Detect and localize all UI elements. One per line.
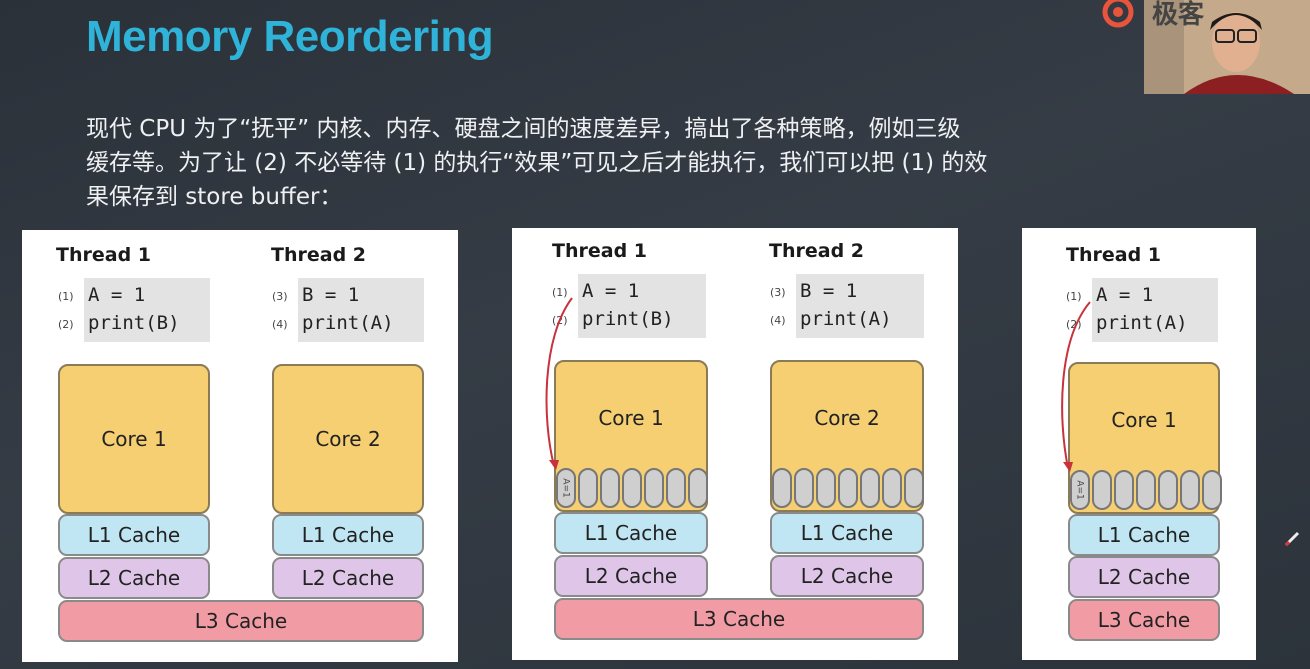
store-buffer-slot — [860, 468, 880, 508]
code-line: print(A) — [800, 308, 892, 330]
step-number: (1) — [552, 286, 568, 299]
code-line: A = 1 — [582, 280, 640, 302]
webcam-overlay: 极客 — [1144, 0, 1310, 94]
brand-text: 极客 — [1152, 0, 1205, 30]
step-number: (2) — [58, 318, 74, 331]
store-buffer-slot — [622, 468, 642, 508]
store-buffer-slot — [666, 468, 686, 508]
paragraph-line: 果保存到 store buffer： — [86, 184, 343, 210]
thread-label: Thread 1 — [552, 240, 647, 262]
store-buffer: A=1 — [1070, 470, 1224, 512]
step-number: (3) — [770, 286, 786, 299]
diagram-panel-2: Thread 1 Thread 2 (1) A = 1 (2) print(B)… — [512, 228, 958, 660]
l1-cache: L1 Cache — [554, 512, 708, 554]
slide-paragraph: 现代 CPU 为了“抚平” 内核、内存、硬盘之间的速度差异，搞出了各种策略，例如… — [86, 112, 1206, 214]
l2-cache: L2 Cache — [770, 555, 924, 597]
core-box: Core 2 — [272, 364, 424, 514]
store-buffer-slot — [1202, 470, 1222, 510]
store-buffer-slot — [1092, 470, 1112, 510]
store-buffer — [772, 468, 926, 510]
l2-cache: L2 Cache — [272, 557, 424, 599]
store-buffer-slot: A=1 — [1070, 470, 1090, 510]
step-number: (4) — [770, 314, 786, 327]
diagram-panel-3: Thread 1 (1) A = 1 (2) print(A) Core 1 A… — [1022, 228, 1256, 660]
l3-cache: L3 Cache — [1068, 599, 1220, 641]
store-buffer-slot — [1158, 470, 1178, 510]
paragraph-line: 现代 CPU 为了“抚平” 内核、内存、硬盘之间的速度差异，搞出了各种策略，例如… — [86, 116, 961, 142]
thread-label: Thread 1 — [1066, 244, 1161, 266]
store-buffer-slot — [838, 468, 858, 508]
store-buffer-entry: A=1 — [561, 478, 571, 498]
store-buffer: A=1 — [556, 468, 710, 510]
code-line: A = 1 — [1096, 284, 1154, 306]
thread-label: Thread 1 — [56, 244, 151, 266]
core-box: Core 1 — [58, 364, 210, 514]
step-number: (1) — [1066, 290, 1082, 303]
code-block: (3) B = 1 (4) print(A) — [272, 278, 424, 342]
store-buffer-slot — [1114, 470, 1134, 510]
step-number: (4) — [272, 318, 288, 331]
l2-cache: L2 Cache — [58, 557, 210, 599]
store-buffer-slot: A=1 — [556, 468, 576, 508]
l1-cache: L1 Cache — [1068, 514, 1220, 556]
geek-logo-icon — [1102, 0, 1134, 28]
pen-cursor-icon — [1284, 531, 1300, 547]
l1-cache: L1 Cache — [770, 512, 924, 554]
l3-cache: L3 Cache — [554, 598, 924, 640]
code-line: print(B) — [582, 308, 674, 330]
l1-cache: L1 Cache — [58, 514, 210, 556]
paragraph-line: 缓存等。为了让 (2) 不必等待 (1) 的执行“效果”可见之后才能执行，我们可… — [86, 150, 988, 176]
step-number: (2) — [552, 314, 568, 327]
code-line: B = 1 — [800, 280, 858, 302]
store-buffer-slot — [794, 468, 814, 508]
step-number: (3) — [272, 290, 288, 303]
thread-label: Thread 2 — [769, 240, 864, 262]
store-buffer-slot — [688, 468, 708, 508]
code-line: B = 1 — [302, 284, 360, 306]
code-block: (1) A = 1 (2) print(B) — [552, 274, 706, 338]
store-buffer-slot — [904, 468, 924, 508]
slide-title: Memory Reordering — [86, 12, 494, 61]
code-line: print(A) — [1096, 312, 1188, 334]
store-buffer-slot — [816, 468, 836, 508]
store-buffer-entry: A=1 — [1075, 480, 1085, 500]
code-block: (3) B = 1 (4) print(A) — [770, 274, 924, 338]
store-buffer-slot — [578, 468, 598, 508]
code-line: print(B) — [88, 312, 180, 334]
diagram-panel-1: Thread 1 Thread 2 (1) A = 1 (2) print(B)… — [22, 230, 458, 662]
step-number: (2) — [1066, 318, 1082, 331]
store-buffer-slot — [644, 468, 664, 508]
thread-label: Thread 2 — [271, 244, 366, 266]
store-buffer-slot — [600, 468, 620, 508]
l2-cache: L2 Cache — [554, 555, 708, 597]
store-buffer-slot — [772, 468, 792, 508]
store-buffer-slot — [1136, 470, 1156, 510]
step-number: (1) — [58, 290, 74, 303]
store-buffer-slot — [882, 468, 902, 508]
code-line: A = 1 — [88, 284, 146, 306]
l3-cache: L3 Cache — [58, 600, 424, 642]
code-line: print(A) — [302, 312, 394, 334]
l1-cache: L1 Cache — [272, 514, 424, 556]
store-buffer-slot — [1180, 470, 1200, 510]
code-block: (1) A = 1 (2) print(A) — [1066, 278, 1218, 342]
l2-cache: L2 Cache — [1068, 556, 1220, 598]
presenter-video — [1144, 0, 1310, 94]
code-block: (1) A = 1 (2) print(B) — [58, 278, 210, 342]
